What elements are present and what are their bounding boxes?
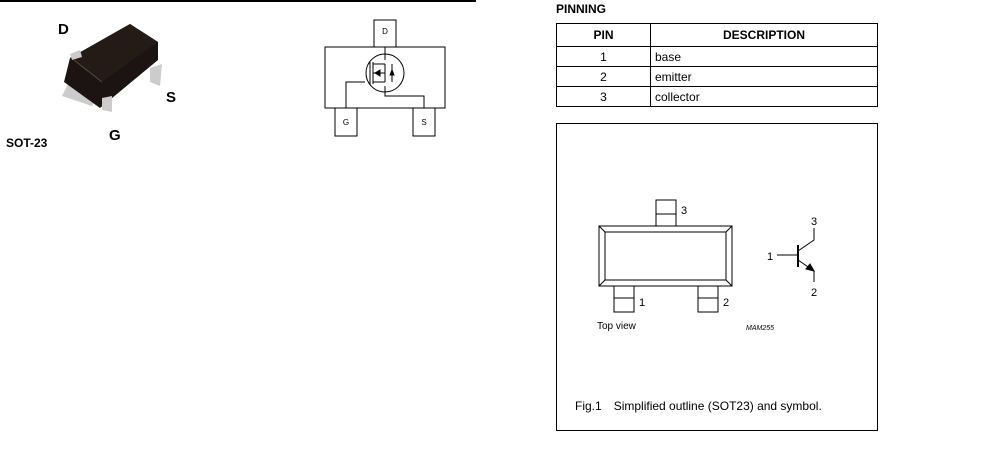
- outline-pin-2: 2: [723, 297, 730, 309]
- top-view-label: Top view: [597, 321, 636, 332]
- figure-number: Fig.1: [575, 399, 602, 413]
- package-pin-s: S: [166, 89, 177, 106]
- top-rule: [0, 0, 476, 2]
- package-pin-g: G: [109, 127, 121, 144]
- description-cell: emitter: [650, 66, 878, 87]
- diagram-pin-d: D: [382, 27, 388, 36]
- package-pin-d: D: [58, 21, 69, 38]
- outline-pin-1: 1: [639, 297, 646, 309]
- diagram-pin-g: G: [342, 118, 350, 127]
- figure-box: [556, 123, 878, 431]
- figure-caption: Fig.1 Simplified outline (SOT23) and symb…: [575, 399, 822, 413]
- description-cell: collector: [650, 86, 878, 107]
- description-cell: base: [650, 46, 878, 67]
- figure-caption-text: Simplified outline (SOT23) and symbol.: [613, 399, 822, 413]
- mosfet-pinout-diagram: [324, 19, 446, 137]
- header-description: DESCRIPTION: [650, 23, 878, 47]
- pinning-title: PINNING: [556, 2, 607, 16]
- sot23-package-image: [62, 24, 162, 112]
- package-label: SOT-23: [6, 136, 48, 150]
- symbol-base-label: 1: [767, 251, 774, 263]
- symbol-emitter-label: 2: [811, 287, 818, 299]
- figure-code: MAM255: [746, 325, 775, 332]
- header-pin: PIN: [556, 23, 651, 47]
- pin-cell: 2: [556, 66, 651, 87]
- pin-cell: 1: [556, 46, 651, 67]
- outline-pin-3: 3: [681, 205, 688, 217]
- pin-cell: 3: [556, 86, 651, 107]
- sot23-outline-and-symbol: [598, 199, 816, 313]
- symbol-collector-label: 3: [811, 216, 818, 228]
- diagram-pin-s: S: [421, 118, 427, 127]
